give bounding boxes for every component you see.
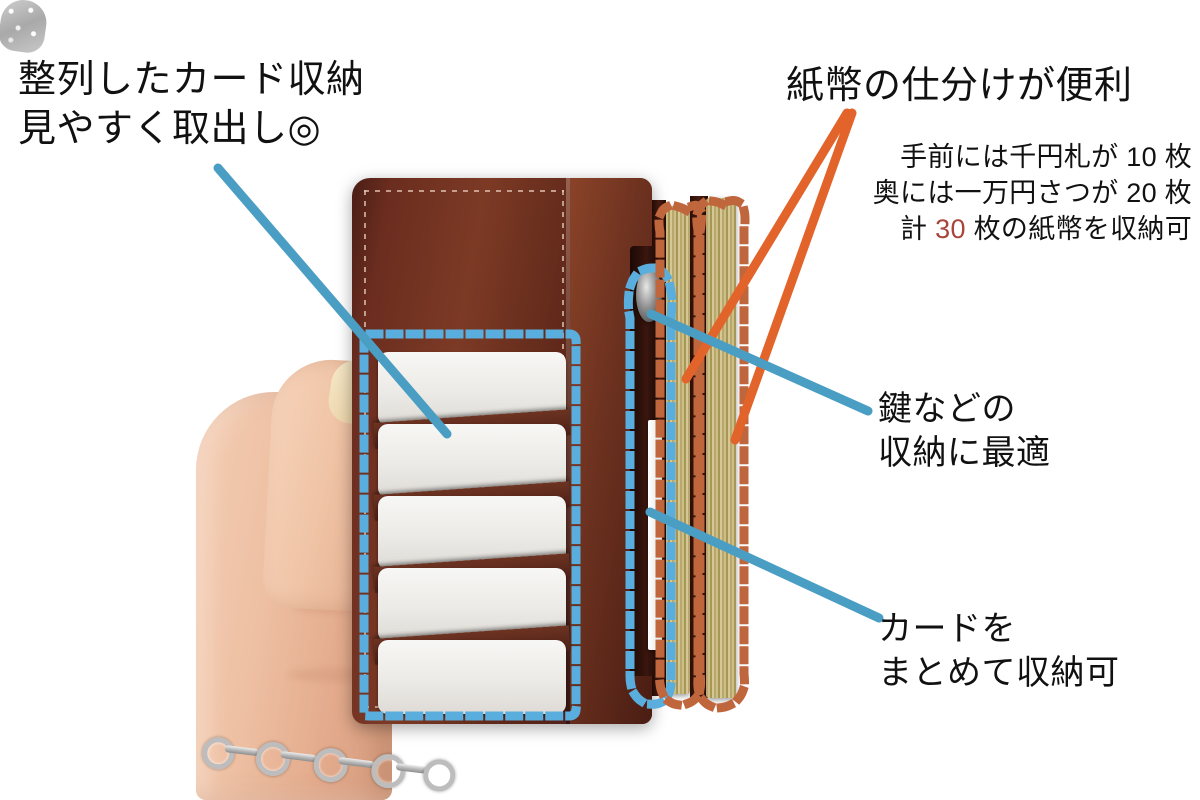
chain-link (200, 735, 237, 772)
annotation-line: 見やすく取出し◎ (18, 107, 322, 150)
stitching (364, 190, 366, 708)
annotation-line: 整列したカード収納 (18, 59, 365, 101)
annotation-line: 収納に最適 (878, 433, 1051, 472)
key-ring (636, 268, 662, 322)
banknote-stack-front (664, 206, 690, 694)
chain-link (421, 757, 458, 794)
annotation-bills-detail: 手前には千円札が 10 枚 奥には一万円さつが 20 枚 計 30 枚の紙幣を収… (836, 140, 1192, 248)
annotation-line-total: 計 30 枚の紙幣を収納可 (836, 212, 1192, 248)
card-slot-panel (373, 328, 571, 714)
annotation-cards-bottom-right: カードを まとめて収納可 (878, 608, 1120, 695)
annotation-line: 鍵などの (878, 390, 1016, 428)
annotation-bills-top-right: 紙幣の仕分けが便利 (786, 62, 1133, 111)
banknote-stack-back (706, 198, 736, 698)
annotation-line: 紙幣の仕分けが便利 (786, 65, 1133, 107)
annotation-cards-top-left: 整列したカード収納 見やすく取出し◎ (18, 56, 365, 153)
card-slot (378, 640, 566, 714)
total-suffix: 枚の紙幣を収納可 (965, 213, 1192, 244)
annotation-keys-right: 鍵などの 収納に最適 (878, 388, 1051, 475)
stitching (364, 190, 564, 192)
leather-wallet (352, 178, 652, 724)
chain-link (254, 740, 292, 778)
annotation-line: 奥には一万円さつが 20 枚 (872, 177, 1192, 208)
total-prefix: 計 (900, 213, 936, 244)
annotation-line: まとめて収納可 (878, 653, 1120, 692)
glitter-nail (0, 0, 50, 55)
annotation-line: 手前には千円札が 10 枚 (900, 142, 1192, 172)
annotation-line: カードを (878, 610, 1016, 648)
total-count: 30 (935, 213, 966, 244)
chain-link (369, 752, 408, 791)
chain-link (311, 746, 350, 785)
inner-card-edge (648, 420, 662, 650)
